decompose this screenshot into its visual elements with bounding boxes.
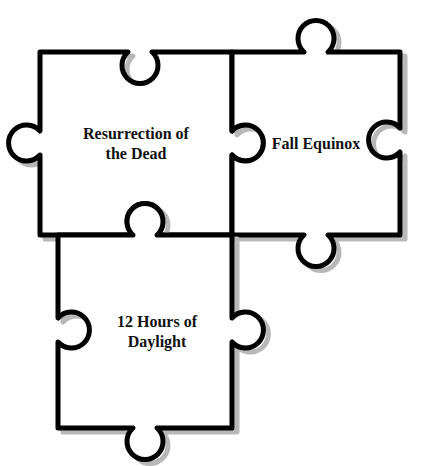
puzzle-outline — [58, 235, 232, 428]
piece-border — [58, 204, 263, 460]
piece-border — [232, 21, 400, 267]
piece-label: Resurrection of the Dead — [71, 124, 201, 164]
puzzle-piece: 12 Hours of Daylight — [58, 235, 232, 428]
puzzle-piece: Fall Equinox — [232, 52, 400, 235]
piece-label-area: Fall Equinox — [232, 52, 400, 235]
piece-label: Fall Equinox — [272, 134, 360, 154]
piece-label: 12 Hours of Daylight — [114, 312, 200, 352]
piece-label-area: 12 Hours of Daylight — [58, 235, 232, 428]
